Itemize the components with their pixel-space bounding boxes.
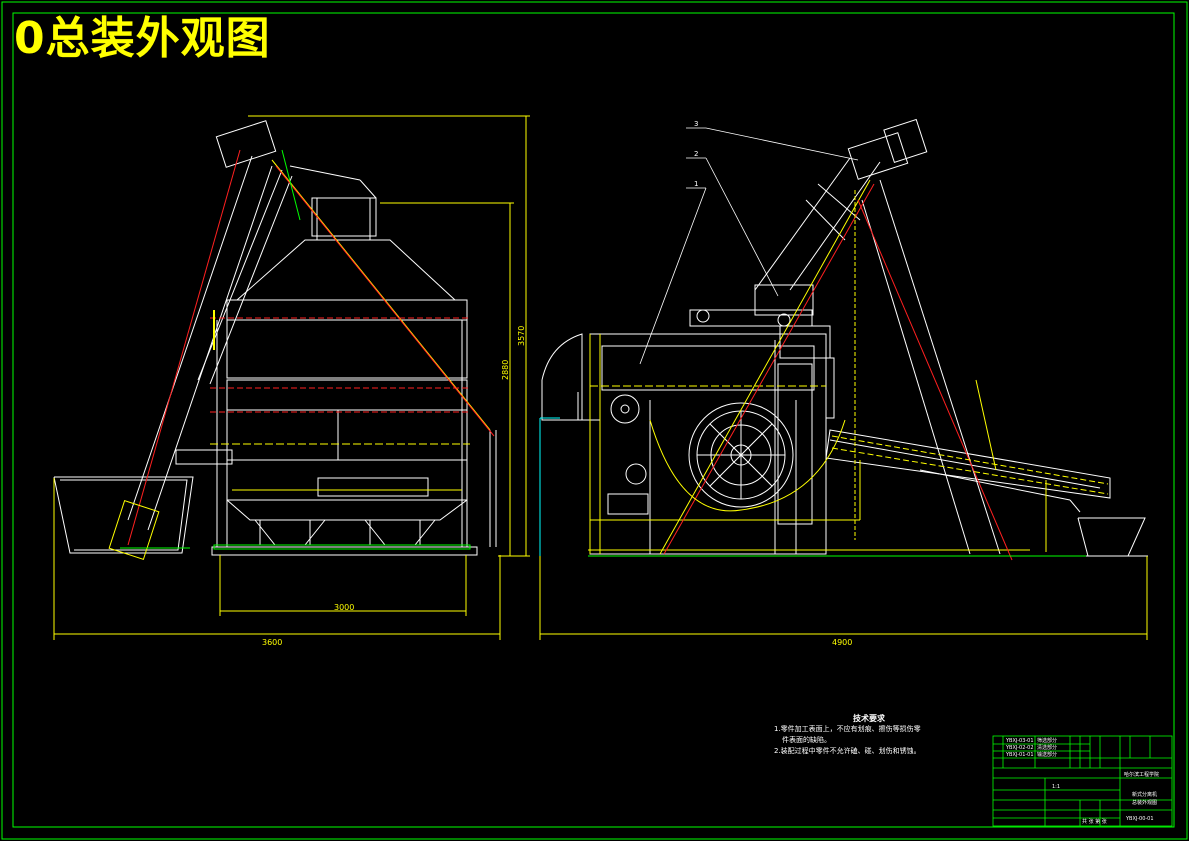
leader-label-1: 1 xyxy=(694,180,698,188)
tech-heading: 技术要求 xyxy=(853,714,885,723)
drawing-name-2: 总装外观图 xyxy=(1132,799,1157,806)
leader-labels: 3 2 1 xyxy=(694,120,698,188)
dim-left-height-inner: 2880 xyxy=(501,360,510,380)
leader-label-2: 2 xyxy=(694,150,698,158)
dim-right-width: 4900 xyxy=(832,638,852,647)
tech-line-2: 2.装配过程中零件不允许磕、碰、划伤和锈蚀。 xyxy=(774,747,921,755)
part-name-1: 筛选部分 xyxy=(1037,737,1057,744)
title-block-text: YBXJ-03-01 筛选部分 YBXJ-02-02 清选部分 YBXJ-01-… xyxy=(1005,737,1159,825)
drawing-number: YBXJ-00-01 xyxy=(1125,816,1154,822)
right-dimensions xyxy=(539,556,1148,640)
dim-left-base: 3000 xyxy=(334,603,354,612)
tech-requirements: 技术要求 1.零件加工表面上，不应有划痕、擦伤等损伤零 件表面的缺陷。 2.装配… xyxy=(774,713,964,757)
left-dimension-labels: 3600 3000 3570 2880 xyxy=(262,326,526,647)
right-view-colored xyxy=(539,179,1109,561)
left-view xyxy=(53,120,497,556)
right-view xyxy=(541,118,1148,557)
sheet-info: 共 张 第 张 xyxy=(1082,818,1107,825)
scale: 1:1 xyxy=(1052,784,1060,790)
dim-left-height-total: 3570 xyxy=(517,326,526,346)
part-no-1: YBXJ-03-01 xyxy=(1005,738,1034,744)
leader-label-3: 3 xyxy=(694,120,698,128)
part-no-2: YBXJ-02-02 xyxy=(1005,745,1034,751)
title-block xyxy=(992,735,1173,827)
drawing-name-1: 新式分离机 xyxy=(1132,791,1157,798)
part-name-2: 清选部分 xyxy=(1037,744,1057,751)
tech-line-1b: 件表面的缺陷。 xyxy=(782,736,831,744)
page-title: 0总装外观图 xyxy=(14,13,271,64)
leader-lines xyxy=(639,127,859,365)
part-name-3: 输送部分 xyxy=(1037,751,1057,758)
inner-border xyxy=(12,12,1175,828)
drum-outer xyxy=(688,402,794,508)
part-no-3: YBXJ-01-01 xyxy=(1005,752,1034,758)
dim-left-width: 3600 xyxy=(262,638,282,647)
left-dimensions xyxy=(53,115,530,640)
tech-line-1: 1.零件加工表面上，不应有划痕、擦伤等损伤零 xyxy=(774,725,921,733)
left-hopper xyxy=(53,476,194,554)
left-view-colored xyxy=(108,149,495,560)
school-name: 哈尔滨工程学院 xyxy=(1124,771,1159,778)
